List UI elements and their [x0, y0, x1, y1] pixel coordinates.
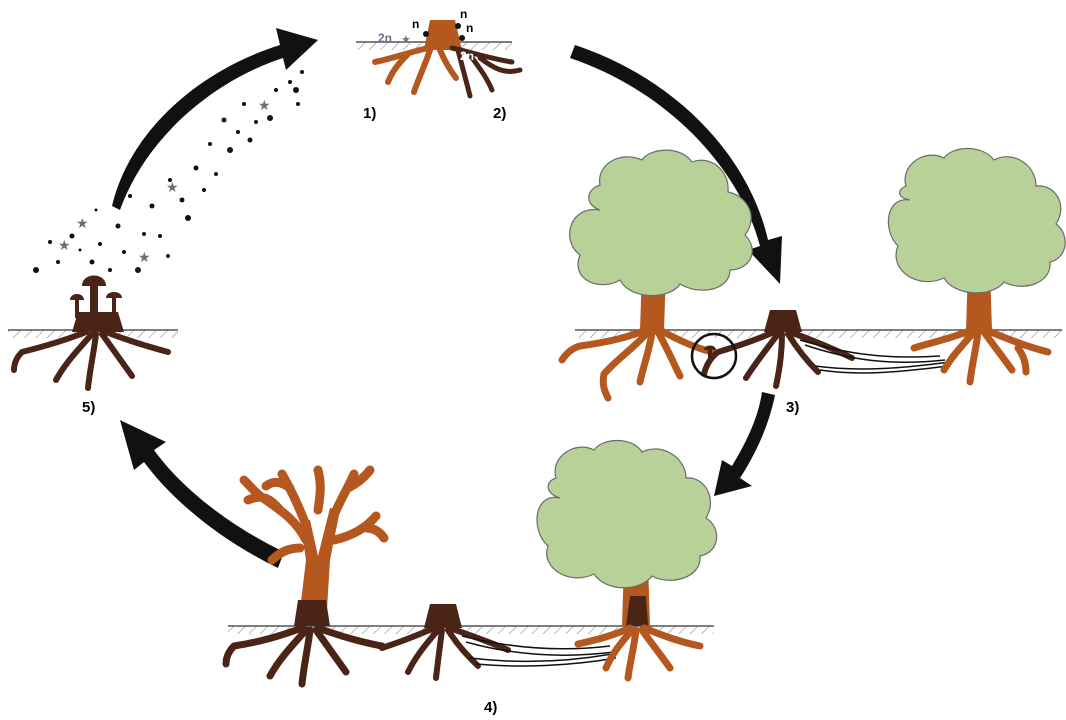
tree-canopy [537, 441, 717, 588]
spore-icon [116, 224, 121, 229]
spore-icon [95, 209, 98, 212]
haploid-label-1: n [412, 17, 419, 31]
tree-icon [562, 150, 752, 398]
spore-star-icon: ★ [258, 97, 271, 113]
spore-icon [242, 102, 246, 106]
stage-label-1: 1) [363, 105, 376, 122]
spore-icon [128, 194, 132, 198]
spore-icon [236, 130, 240, 134]
tree-canopy [888, 149, 1065, 293]
spore-icon [248, 138, 253, 143]
spore-icon [202, 188, 206, 192]
mushroom-icon [70, 276, 122, 319]
spore-icon [293, 87, 299, 93]
spore-icon [214, 172, 218, 176]
diploid-label-right: 2n [460, 49, 474, 63]
spore-icon [98, 242, 102, 246]
spore-icon [254, 120, 258, 124]
cycle-arrow-icon [112, 28, 318, 210]
spore-icon [227, 147, 233, 153]
cycle-arrow-icon [714, 392, 775, 496]
spore-star-icon: ★ [76, 215, 89, 231]
stump-roots-bark [375, 48, 456, 92]
stump-roots [382, 628, 508, 678]
spore-icon [300, 70, 304, 74]
stage-3: 3) [562, 149, 1065, 417]
spore-icon [33, 267, 39, 273]
tree-icon [888, 149, 1065, 383]
spore-icon [296, 102, 300, 106]
spore-icon [90, 260, 95, 265]
spore-icon [423, 31, 429, 37]
spore-icon [222, 118, 227, 123]
stage-1-2-stump: 2n ★ n n n 2n 1) 2) [356, 7, 520, 122]
fungus-base [294, 600, 330, 626]
spore-icon [180, 198, 185, 203]
stump-roots [704, 332, 852, 386]
spore-icon [459, 35, 465, 41]
stage-5: ★ ★ ★ ★ ★ 5) [8, 70, 304, 416]
spore-icon [166, 254, 170, 258]
stump-icon [382, 604, 508, 678]
stump [424, 604, 462, 628]
spore-icon [150, 204, 155, 209]
spore-icon [208, 142, 212, 146]
stage-label-2: 2) [493, 105, 506, 122]
spore-icon [267, 115, 273, 121]
stump-roots [14, 332, 168, 388]
spore-star-icon: ★ [58, 237, 71, 253]
spore-icon [194, 166, 199, 171]
dead-tree-roots [226, 628, 382, 684]
dead-tree-icon [226, 470, 384, 684]
spore-star-icon: ★ [138, 249, 151, 265]
spore-icon [142, 232, 146, 236]
spore-icon [56, 260, 60, 264]
stage-4: 4) [226, 441, 717, 717]
spore-icon [288, 80, 292, 84]
spore-icon [48, 240, 52, 244]
haploid-label-2: n [460, 7, 467, 21]
stump [72, 312, 124, 332]
stage-label-3: 3) [786, 399, 799, 416]
diploid-label-left: 2n [378, 31, 392, 45]
spore-icon [158, 234, 162, 238]
spore-icon [274, 88, 278, 92]
spore-icon [135, 267, 141, 273]
spore-icon [122, 250, 126, 254]
spore-icon [108, 268, 112, 272]
stump [764, 310, 802, 332]
spore-icon [455, 23, 461, 29]
spore-star-icon: ★ [166, 179, 179, 195]
haploid-label-3: n [466, 21, 473, 35]
spore-star-icon: ★ [401, 34, 411, 46]
stage-label-5: 5) [82, 399, 95, 416]
stage-label-4: 4) [484, 699, 497, 716]
spore-icon [185, 215, 191, 221]
tree-roots [578, 628, 700, 678]
spore-icon [79, 249, 82, 252]
tree-roots [562, 330, 712, 398]
tree-icon [537, 441, 717, 679]
